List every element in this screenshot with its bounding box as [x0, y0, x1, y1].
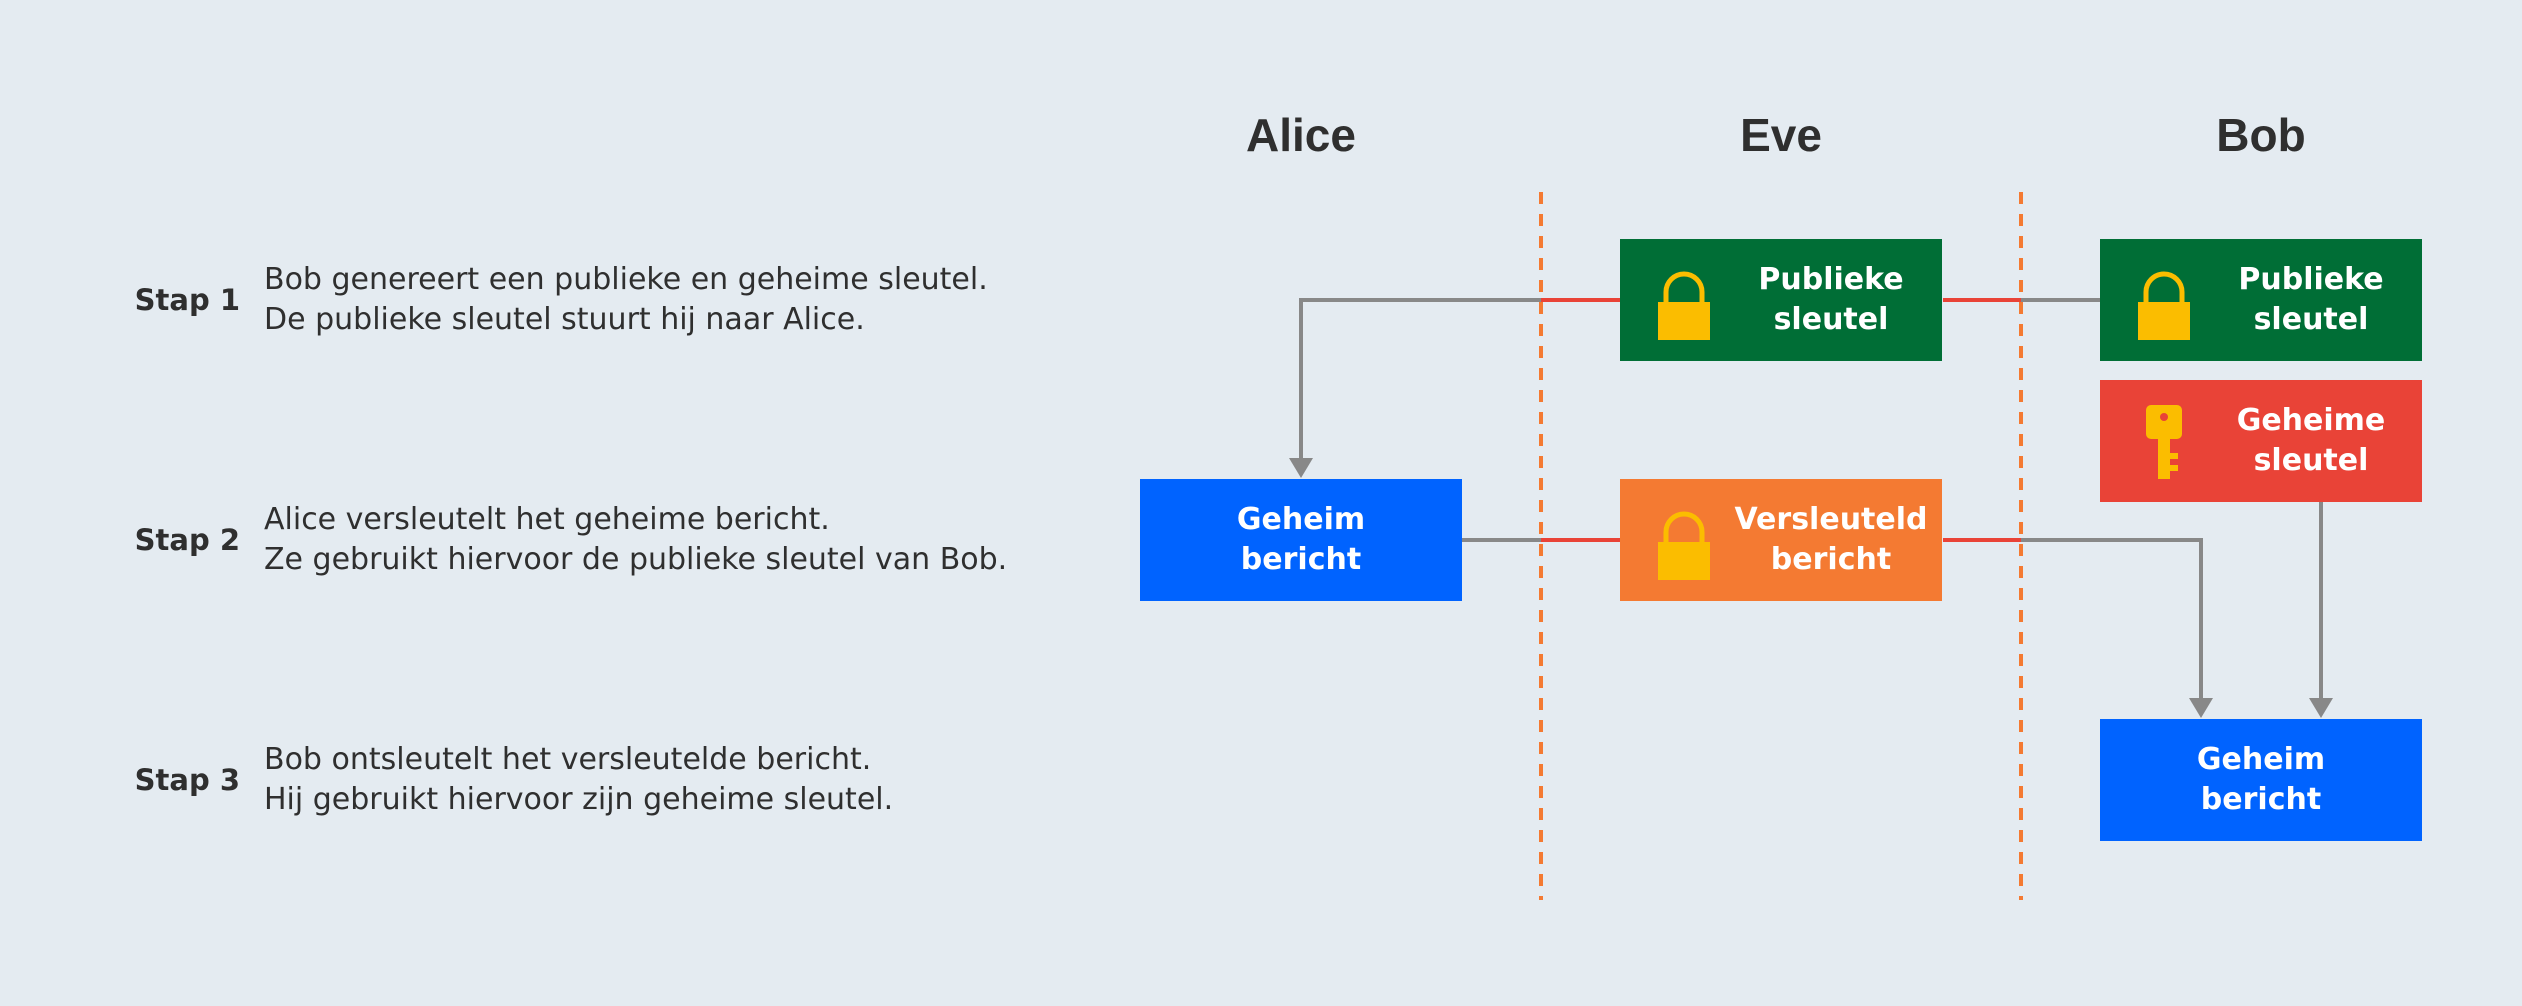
step-1-line-2: De publieke sleutel stuurt hij naar Alic…	[264, 302, 865, 337]
eve-public-key-line-2: sleutel	[1773, 302, 1889, 337]
alice-secret-message-box: Geheim bericht	[1140, 479, 1462, 601]
step-1-description: Bob genereert een publieke en geheime sl…	[264, 260, 1084, 340]
connector-public-key-alice-down	[1299, 298, 1541, 462]
bob-secret-key-box: Geheime sleutel	[2100, 380, 2422, 502]
alice-message-line-2: bericht	[1240, 542, 1362, 577]
bob-secret-key-line-1: Geheime	[2236, 403, 2386, 438]
connector-encrypted-to-bob	[2021, 538, 2203, 702]
step-3-description: Bob ontsleutelt het versleutelde bericht…	[264, 740, 1084, 820]
column-title-eve: Eve	[1740, 109, 1822, 161]
lock-icon	[2138, 271, 2190, 340]
eve-encrypted-message-label: Versleuteld bericht	[1730, 500, 1932, 580]
eve-public-key-label: Publieke sleutel	[1730, 260, 1932, 340]
column-title-alice: Alice	[1246, 109, 1356, 161]
step-1-label: Stap 1	[134, 283, 240, 317]
step-1-line-1: Bob genereert een publieke en geheime sl…	[264, 262, 988, 297]
step-3-label: Stap 3	[134, 763, 240, 797]
key-icon	[2146, 405, 2182, 479]
step-2-description: Alice versleutelt het geheime bericht. Z…	[264, 500, 1084, 580]
column-title-bob: Bob	[2216, 109, 2306, 161]
lock-icon	[1658, 271, 1710, 340]
bob-public-key-line-1: Publieke	[2238, 262, 2384, 297]
step-2-line-1: Alice versleutelt het geheime bericht.	[264, 502, 830, 537]
arrowhead-encrypted-to-bob	[2189, 698, 2213, 718]
arrowhead-secret-key-to-bob	[2309, 698, 2333, 718]
arrowhead-to-alice-message	[1289, 458, 1313, 478]
bob-secret-message-label: Geheim bericht	[2197, 740, 2325, 820]
bob-secret-message-box: Geheim bericht	[2100, 719, 2422, 841]
eve-encrypted-line-2: bericht	[1770, 542, 1892, 577]
bob-message-line-1: Geheim	[2196, 742, 2326, 777]
step-3-line-2: Hij gebruikt hiervoor zijn geheime sleut…	[264, 782, 894, 817]
alice-secret-message-label: Geheim bericht	[1237, 500, 1365, 580]
bob-public-key-line-2: sleutel	[2253, 302, 2369, 337]
lock-icon	[1658, 511, 1710, 580]
step-3-line-1: Bob ontsleutelt het versleutelde bericht…	[264, 742, 872, 777]
eve-encrypted-line-1: Versleuteld	[1734, 502, 1928, 537]
eve-public-key-line-1: Publieke	[1758, 262, 1904, 297]
bob-public-key-label: Publieke sleutel	[2210, 260, 2412, 340]
bob-message-line-2: bericht	[2200, 782, 2322, 817]
alice-message-line-1: Geheim	[1236, 502, 1366, 537]
step-2-line-2: Ze gebruikt hiervoor de publieke sleutel…	[264, 542, 1008, 577]
eve-public-key-box: Publieke sleutel	[1620, 239, 1942, 361]
bob-public-key-box: Publieke sleutel	[2100, 239, 2422, 361]
bob-secret-key-label: Geheime sleutel	[2210, 401, 2412, 481]
eve-encrypted-message-box: Versleuteld bericht	[1620, 479, 1942, 601]
step-2-label: Stap 2	[134, 523, 240, 557]
bob-secret-key-line-2: sleutel	[2253, 443, 2369, 478]
